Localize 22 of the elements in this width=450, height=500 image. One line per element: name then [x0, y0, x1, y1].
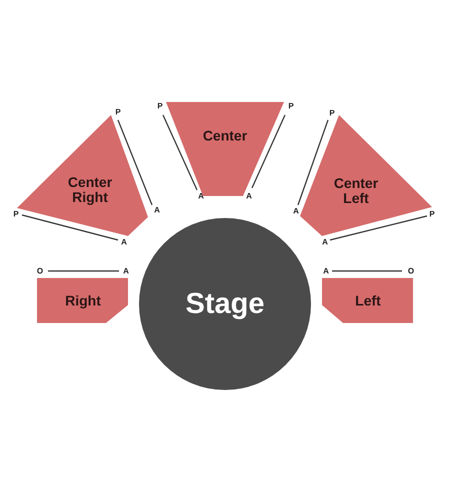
row-letter: P [429, 210, 435, 218]
row-letter: A [322, 238, 328, 246]
row-letter: P [13, 210, 19, 218]
row-letter: A [323, 266, 329, 276]
row-letter: A [123, 266, 129, 276]
row-letter: P [157, 102, 163, 110]
stage-label: Stage [186, 288, 264, 320]
row-letter: A [293, 206, 299, 216]
row-letter: A [246, 192, 252, 200]
section-label: Left [355, 294, 381, 308]
section-label: Right [65, 294, 101, 308]
section-label: Center [202, 128, 248, 144]
row-letter: A [198, 192, 204, 200]
row-letter: P [115, 108, 121, 116]
row-letter: A [154, 206, 160, 214]
row-letter: O [36, 266, 44, 276]
row-letter: P [329, 108, 335, 118]
section-label: Center Right [66, 175, 114, 205]
row-letter: P [288, 102, 294, 110]
row-letter: A [121, 238, 127, 246]
section-label: Center Left [332, 176, 380, 206]
row-letter: O [408, 266, 414, 276]
